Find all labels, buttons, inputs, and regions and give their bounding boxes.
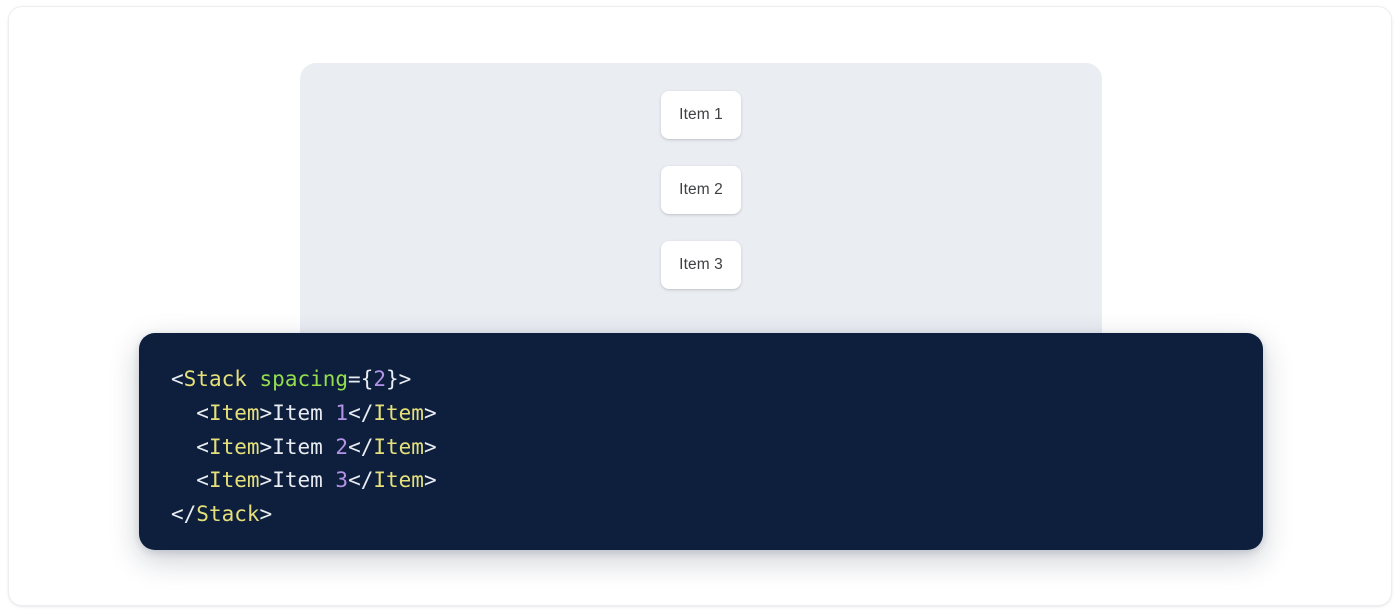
code-token-punct: > [423, 400, 437, 425]
code-line: <Item>Item 2</Item> [171, 431, 1263, 465]
code-token-punct: > [423, 434, 437, 459]
code-token-text: Item [272, 434, 336, 459]
code-indent [171, 435, 196, 459]
code-token-punct: > [259, 502, 273, 527]
code-token-punct: < [196, 434, 209, 459]
code-token-punct: </ [348, 468, 374, 493]
stack-item[interactable]: Item 2 [661, 166, 741, 214]
stack-item-label: Item 2 [679, 181, 723, 198]
code-token-punct: </ [348, 400, 374, 425]
code-token-punct: </ [348, 434, 374, 459]
code-token-attr: spacing [259, 367, 349, 391]
code-indent [171, 468, 196, 492]
stack-item-label: Item 1 [679, 106, 723, 123]
code-token-punct: > [423, 468, 437, 493]
code-token-punct: < [196, 468, 209, 493]
code-token-tag: Stack [196, 502, 260, 527]
code-token-tag: Item [208, 400, 260, 425]
code-indent [171, 401, 196, 425]
code-line: <Item>Item 1</Item> [171, 397, 1263, 431]
code-token-text [247, 367, 260, 391]
stack-item[interactable]: Item 3 [661, 241, 741, 289]
code-token-tag: Item [208, 468, 260, 493]
code-token-punct: ={ [348, 367, 374, 391]
code-token-punct: > [259, 434, 273, 459]
code-token-punct: </ [171, 502, 197, 527]
code-token-number: 2 [373, 367, 386, 391]
stack-item[interactable]: Item 1 [661, 91, 741, 139]
code-token-number: 2 [335, 434, 349, 459]
code-token-tag: Item [373, 434, 424, 459]
code-token-punct: > [259, 400, 273, 425]
code-line: <Stack spacing={2}> [171, 363, 1263, 397]
stack-item-label: Item 3 [679, 256, 723, 273]
code-token-tag: Item [373, 400, 424, 425]
code-token-tag: Stack [183, 367, 247, 391]
code-token-punct: < [196, 400, 209, 425]
code-token-punct: }> [386, 367, 412, 391]
code-token-number: 1 [335, 400, 349, 425]
code-token-tag: Item [208, 434, 260, 459]
code-token-number: 3 [335, 468, 349, 493]
code-token-text: Item [272, 400, 336, 425]
code-token-tag: Item [373, 468, 424, 493]
code-token-punct: > [259, 468, 273, 493]
code-line: <Item>Item 3</Item> [171, 464, 1263, 498]
code-token-punct: < [171, 367, 184, 391]
code-line: </Stack> [171, 498, 1263, 532]
code-snippet-panel: <Stack spacing={2}> <Item>Item 1</Item> … [139, 333, 1263, 550]
stack-list: Item 1 Item 2 Item 3 [300, 63, 1102, 289]
code-block[interactable]: <Stack spacing={2}> <Item>Item 1</Item> … [171, 363, 1263, 532]
code-token-text: Item [272, 468, 336, 493]
